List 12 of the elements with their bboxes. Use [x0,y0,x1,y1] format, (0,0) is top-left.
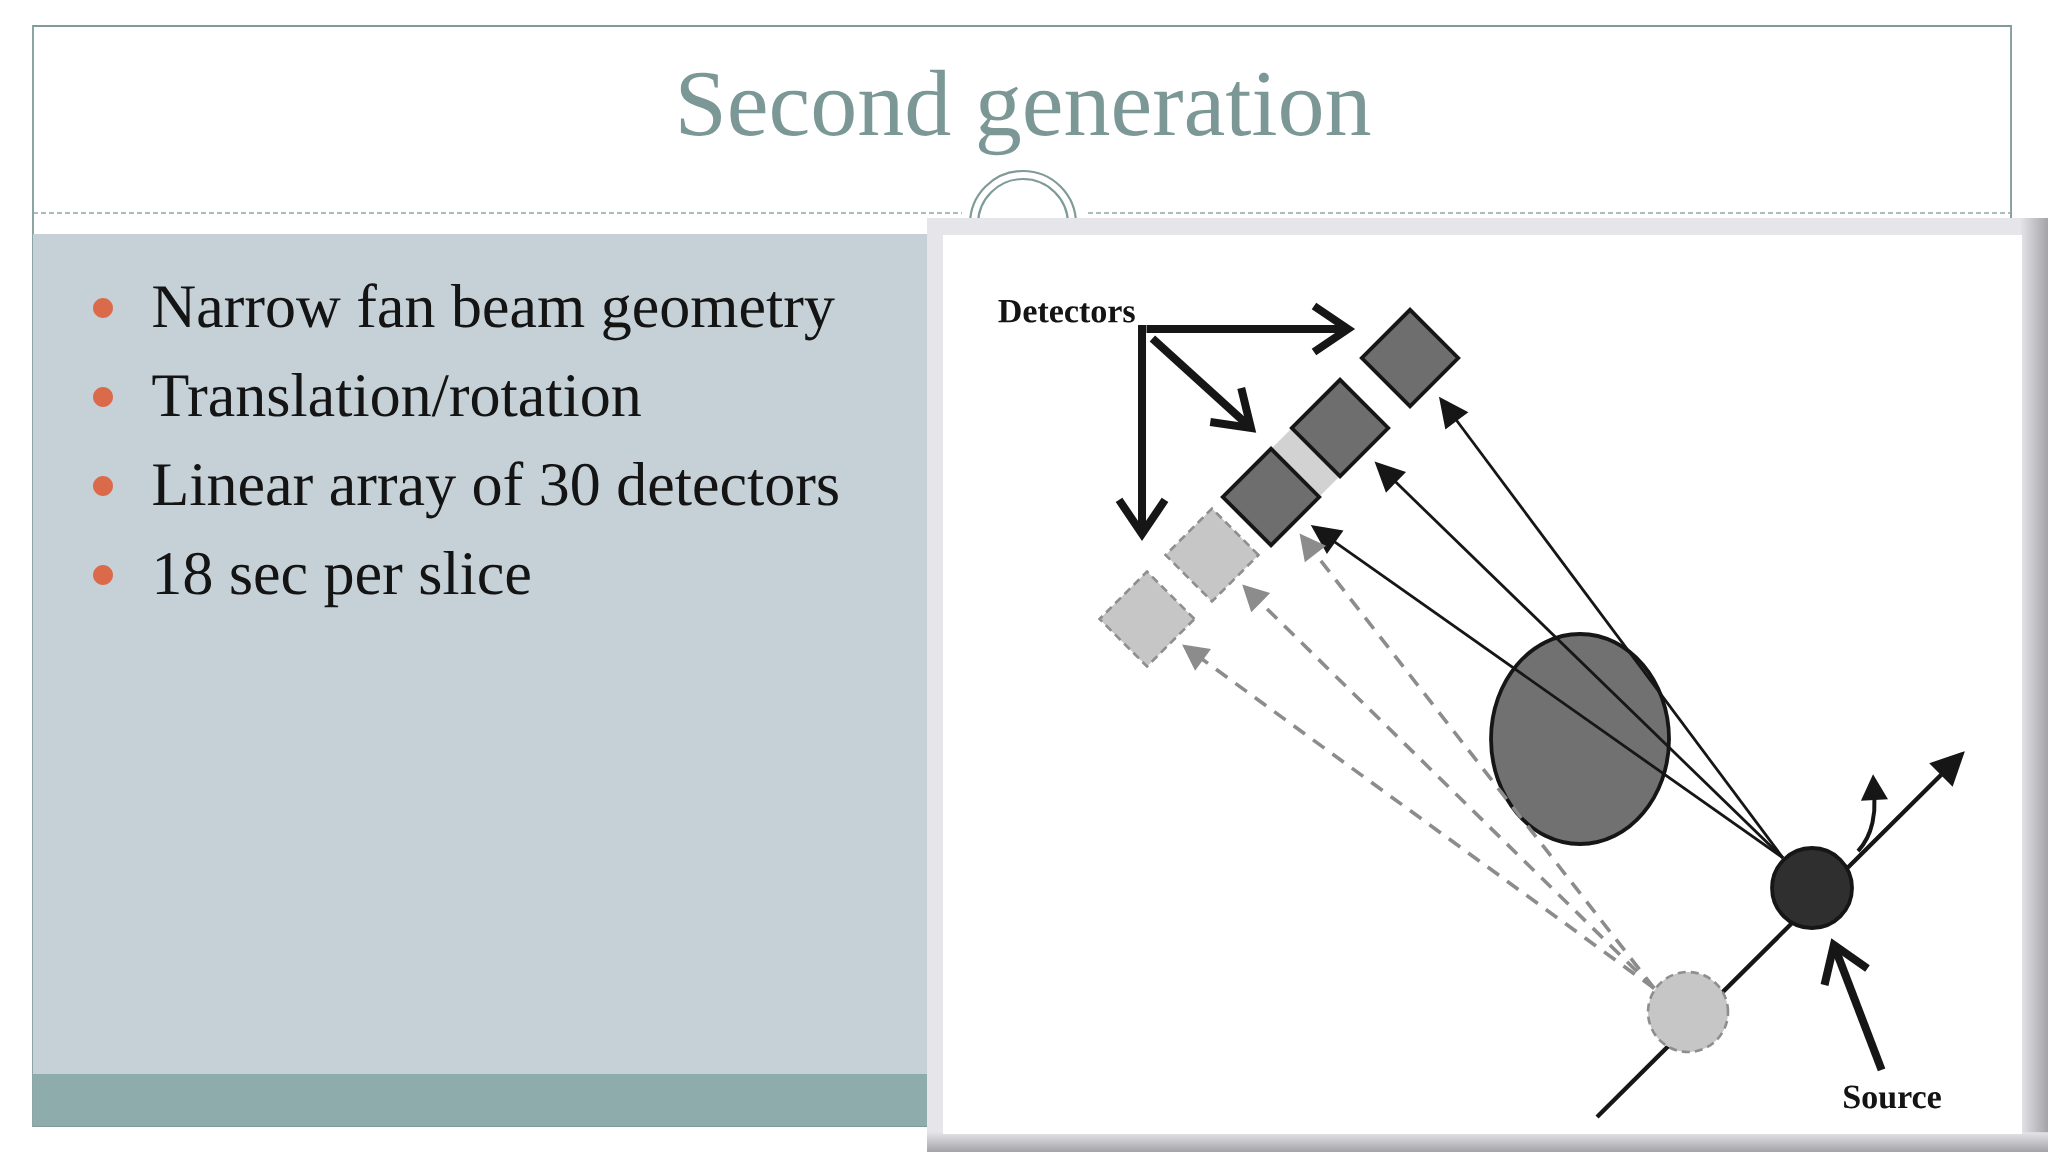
bullet-text: Linear array of 30 detectors [153,461,838,519]
source-label: Source [1844,1085,1941,1109]
leader-arrow [1115,325,1169,541]
bullet-text: Narrow fan beam geometry [153,283,835,341]
bullet-text: 18 sec per slice [156,550,530,608]
slide-title: Second generation [680,69,1371,156]
leader-arrow [1820,938,1886,1072]
dashed-source-circle [1646,970,1730,1054]
bullet-text: Translation/rotation [152,372,641,417]
detectors-label: Detectors [998,300,1135,323]
source-circle [1770,846,1854,930]
leader-arrow [1149,335,1257,433]
